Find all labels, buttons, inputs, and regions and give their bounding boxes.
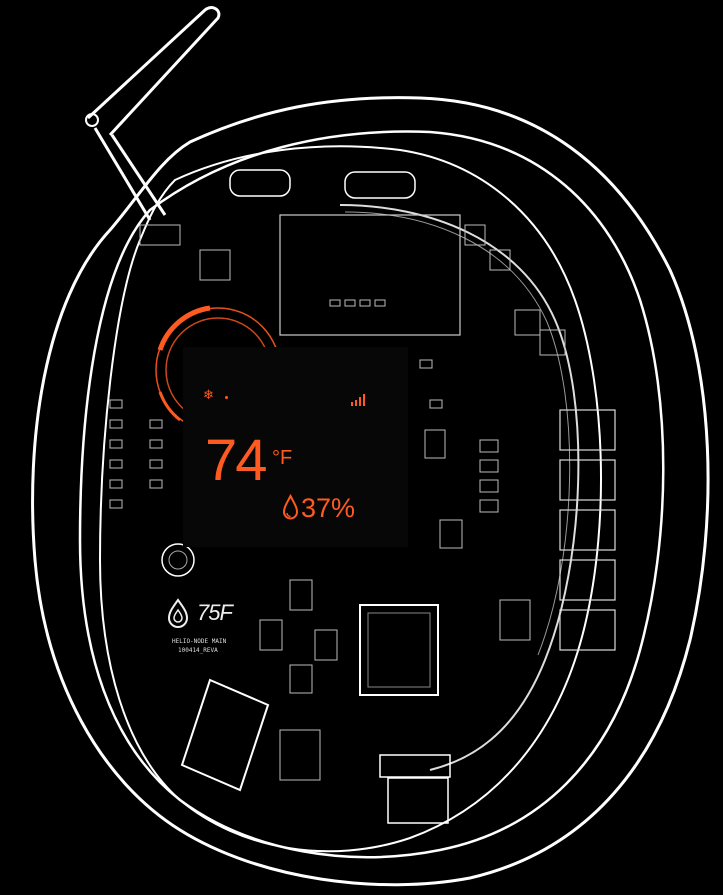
- outer-housing-outline: [31, 96, 710, 887]
- snowflake-icon: ❄: [203, 387, 214, 402]
- smd-components: [109, 224, 566, 781]
- board-label-line2: 100414_REVA: [178, 647, 218, 654]
- daughter-board-arc: [339, 204, 580, 771]
- wireless-module: [180, 678, 270, 792]
- humidity-value: 37%: [301, 493, 356, 523]
- processor-chip: [359, 604, 439, 696]
- inner-bezel-outline: [78, 130, 665, 859]
- antenna: [85, 6, 221, 221]
- signal-bars-icon: [351, 394, 365, 406]
- temperature-value: 74: [205, 428, 267, 493]
- brand-logo-icon: [167, 598, 189, 628]
- bottom-header: [379, 754, 451, 824]
- pcb-outline: [98, 145, 602, 853]
- humidity-drop-icon: [282, 494, 299, 520]
- status-dot: [225, 396, 228, 399]
- temperature-unit: °F: [272, 447, 293, 469]
- brand-name: 75F: [197, 600, 233, 625]
- lcd-display: [183, 347, 408, 547]
- board-label-line1: HELIO-NODE MAIN: [172, 638, 227, 645]
- right-connector-column: [559, 409, 616, 651]
